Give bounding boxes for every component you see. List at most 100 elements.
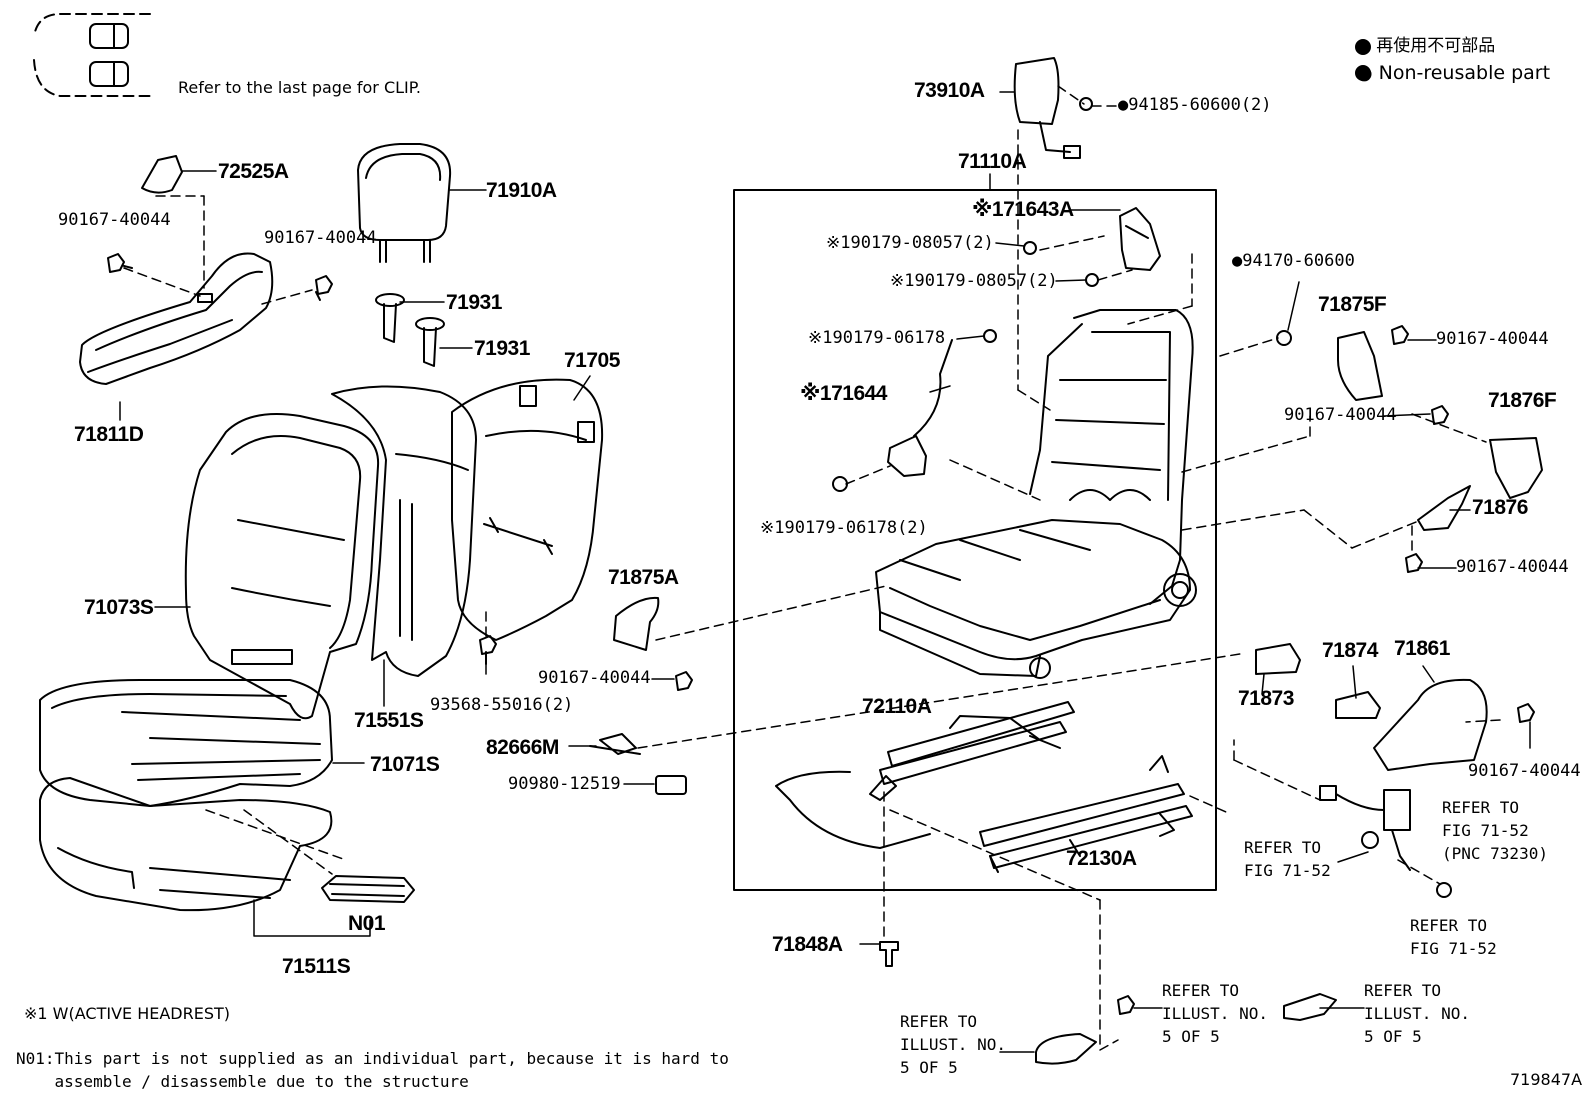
label-71874: 71874 — [1322, 639, 1378, 662]
label-72130A: 72130A — [1066, 847, 1137, 870]
label-71931-a: 71931 — [446, 291, 502, 314]
nut-icon — [832, 97, 1452, 898]
label-71073S: 71073S — [84, 596, 154, 619]
label-73910A: 73910A — [914, 79, 985, 102]
screw-icon — [479, 635, 497, 665]
label-72110A: 72110A — [862, 695, 932, 718]
note-N01: N01:This part is not supplied as an indi… — [16, 1049, 729, 1091]
cushion-pad-71511S — [39, 777, 333, 912]
label-90179-06178-b: ※190179-06178(2) — [760, 518, 928, 538]
headrest-71910A — [357, 143, 452, 263]
label-71876F: 71876F — [1488, 389, 1557, 412]
bracket-71873 — [1255, 643, 1301, 675]
label-71931-b: 71931 — [474, 337, 530, 360]
label-71110A: 71110A — [958, 150, 1027, 173]
screw-icon — [1391, 325, 1535, 723]
screw-icon — [107, 253, 333, 301]
label-90167-l2: 90167-40044 — [264, 228, 377, 248]
refer-fig-71-52-b: REFER TO FIG 71-52 — [1410, 916, 1497, 958]
label-90167-r4: 90167-40044 — [1468, 761, 1581, 781]
legend-en: ● Non-reusable part — [1356, 62, 1551, 84]
refer-illust-5-b: REFER TO ILLUST. NO. 5 OF 5 — [1364, 981, 1470, 1046]
label-71811D: 71811D — [74, 423, 144, 446]
back-cover-71073S — [184, 413, 380, 720]
label-71910A: 71910A — [486, 179, 557, 202]
clip-72525A — [141, 155, 183, 194]
legend-jp: ● 再使用不可部品 — [1356, 36, 1496, 56]
headrest-guide-71931 — [375, 293, 445, 367]
diagram-code: 719847A — [1510, 1070, 1583, 1089]
label-71861: 71861 — [1394, 637, 1450, 660]
nut-icon — [1361, 831, 1379, 849]
label-94170: ●94170-60600 — [1232, 251, 1355, 271]
note-active-headrest: ※1 W(ACTIVE HEADREST) — [24, 1004, 231, 1023]
label-90167-m: 90167-40044 — [538, 668, 651, 688]
label-82666M: 82666M — [486, 736, 559, 759]
label-71511S: 71511S — [282, 955, 351, 978]
connector-90980 — [655, 775, 687, 795]
label-71705: 71705 — [564, 349, 620, 372]
leader-lines — [119, 91, 1531, 1053]
release-cable — [775, 770, 931, 849]
bracket-71876F — [1489, 437, 1543, 499]
airbag-73910A — [1013, 57, 1071, 153]
screw-icon — [675, 671, 693, 691]
seat-rail-72110A — [869, 701, 1075, 801]
cushion-cover-71071S — [39, 679, 333, 807]
part-82666M — [589, 733, 641, 755]
bracket-71643A — [1119, 207, 1161, 271]
label-90179-08057-b: ※190179-08057(2) — [890, 271, 1058, 291]
label-94185: ●94185-60600(2) — [1118, 95, 1272, 115]
label-71644: ※171644 — [800, 382, 888, 405]
side-cover-71811D — [79, 252, 274, 385]
screw-icon — [1117, 995, 1135, 1015]
bullet-icon — [1355, 65, 1371, 81]
lock-71644 — [887, 339, 953, 477]
bracket-71875A — [613, 596, 660, 651]
sensor-icon — [1319, 785, 1385, 811]
back-pad-71551S — [331, 385, 477, 677]
seat-rail-72130A — [979, 755, 1193, 873]
cover-71861 — [1373, 678, 1488, 771]
clip-legend — [33, 13, 151, 97]
seatbelt-buckle-icon — [1383, 789, 1411, 871]
label-90980: 90980-12519 — [508, 774, 621, 794]
cover-icon — [1283, 993, 1337, 1021]
label-N01: N01 — [348, 912, 386, 935]
label-93568: 93568-55016(2) — [430, 695, 574, 715]
label-90167-r3: 90167-40044 — [1456, 557, 1569, 577]
label-71873: 71873 — [1238, 687, 1294, 710]
seat-frame-71110A — [875, 309, 1197, 679]
back-board-71705 — [451, 378, 604, 641]
cover-icon — [1035, 1033, 1097, 1065]
label-71875A: 71875A — [608, 566, 679, 589]
refer-illust-5-c: REFER TO ILLUST. NO. 5 OF 5 — [900, 1012, 1006, 1077]
label-71848A: 71848A — [772, 933, 843, 956]
label-90179-06178-a: ※190179-06178 — [808, 328, 946, 348]
bullet-icon — [1355, 39, 1371, 55]
part-N01 — [321, 875, 415, 903]
label-71875F: 71875F — [1318, 293, 1387, 316]
label-90167-r2: 90167-40044 — [1284, 405, 1397, 425]
label-72525A: 72525A — [218, 160, 289, 183]
clip-note: Refer to the last page for CLIP. — [178, 78, 421, 97]
refer-fig-71-52-pnc: REFER TO FIG 71-52 (PNC 73230) — [1442, 798, 1548, 863]
connector-icon — [1063, 145, 1081, 159]
label-71876: 71876 — [1472, 496, 1528, 519]
refer-illust-5-a: REFER TO ILLUST. NO. 5 OF 5 — [1162, 981, 1268, 1046]
label-71643A: ※171643A — [972, 198, 1074, 221]
bracket-71875F — [1337, 331, 1383, 401]
label-71551S: 71551S — [354, 709, 424, 732]
dashed-guide-lines — [123, 85, 1501, 1051]
bolt-71848A — [879, 941, 899, 967]
bracket-71876 — [1417, 485, 1471, 531]
bracket-71874 — [1335, 691, 1381, 719]
label-90179-08057-a: ※190179-08057(2) — [826, 233, 994, 253]
seat-frame-box — [733, 189, 1217, 891]
refer-fig-71-52-a: REFER TO FIG 71-52 — [1244, 838, 1331, 880]
label-90167-l1: 90167-40044 — [58, 210, 171, 230]
label-90167-r1: 90167-40044 — [1436, 329, 1549, 349]
label-71071S: 71071S — [370, 753, 440, 776]
